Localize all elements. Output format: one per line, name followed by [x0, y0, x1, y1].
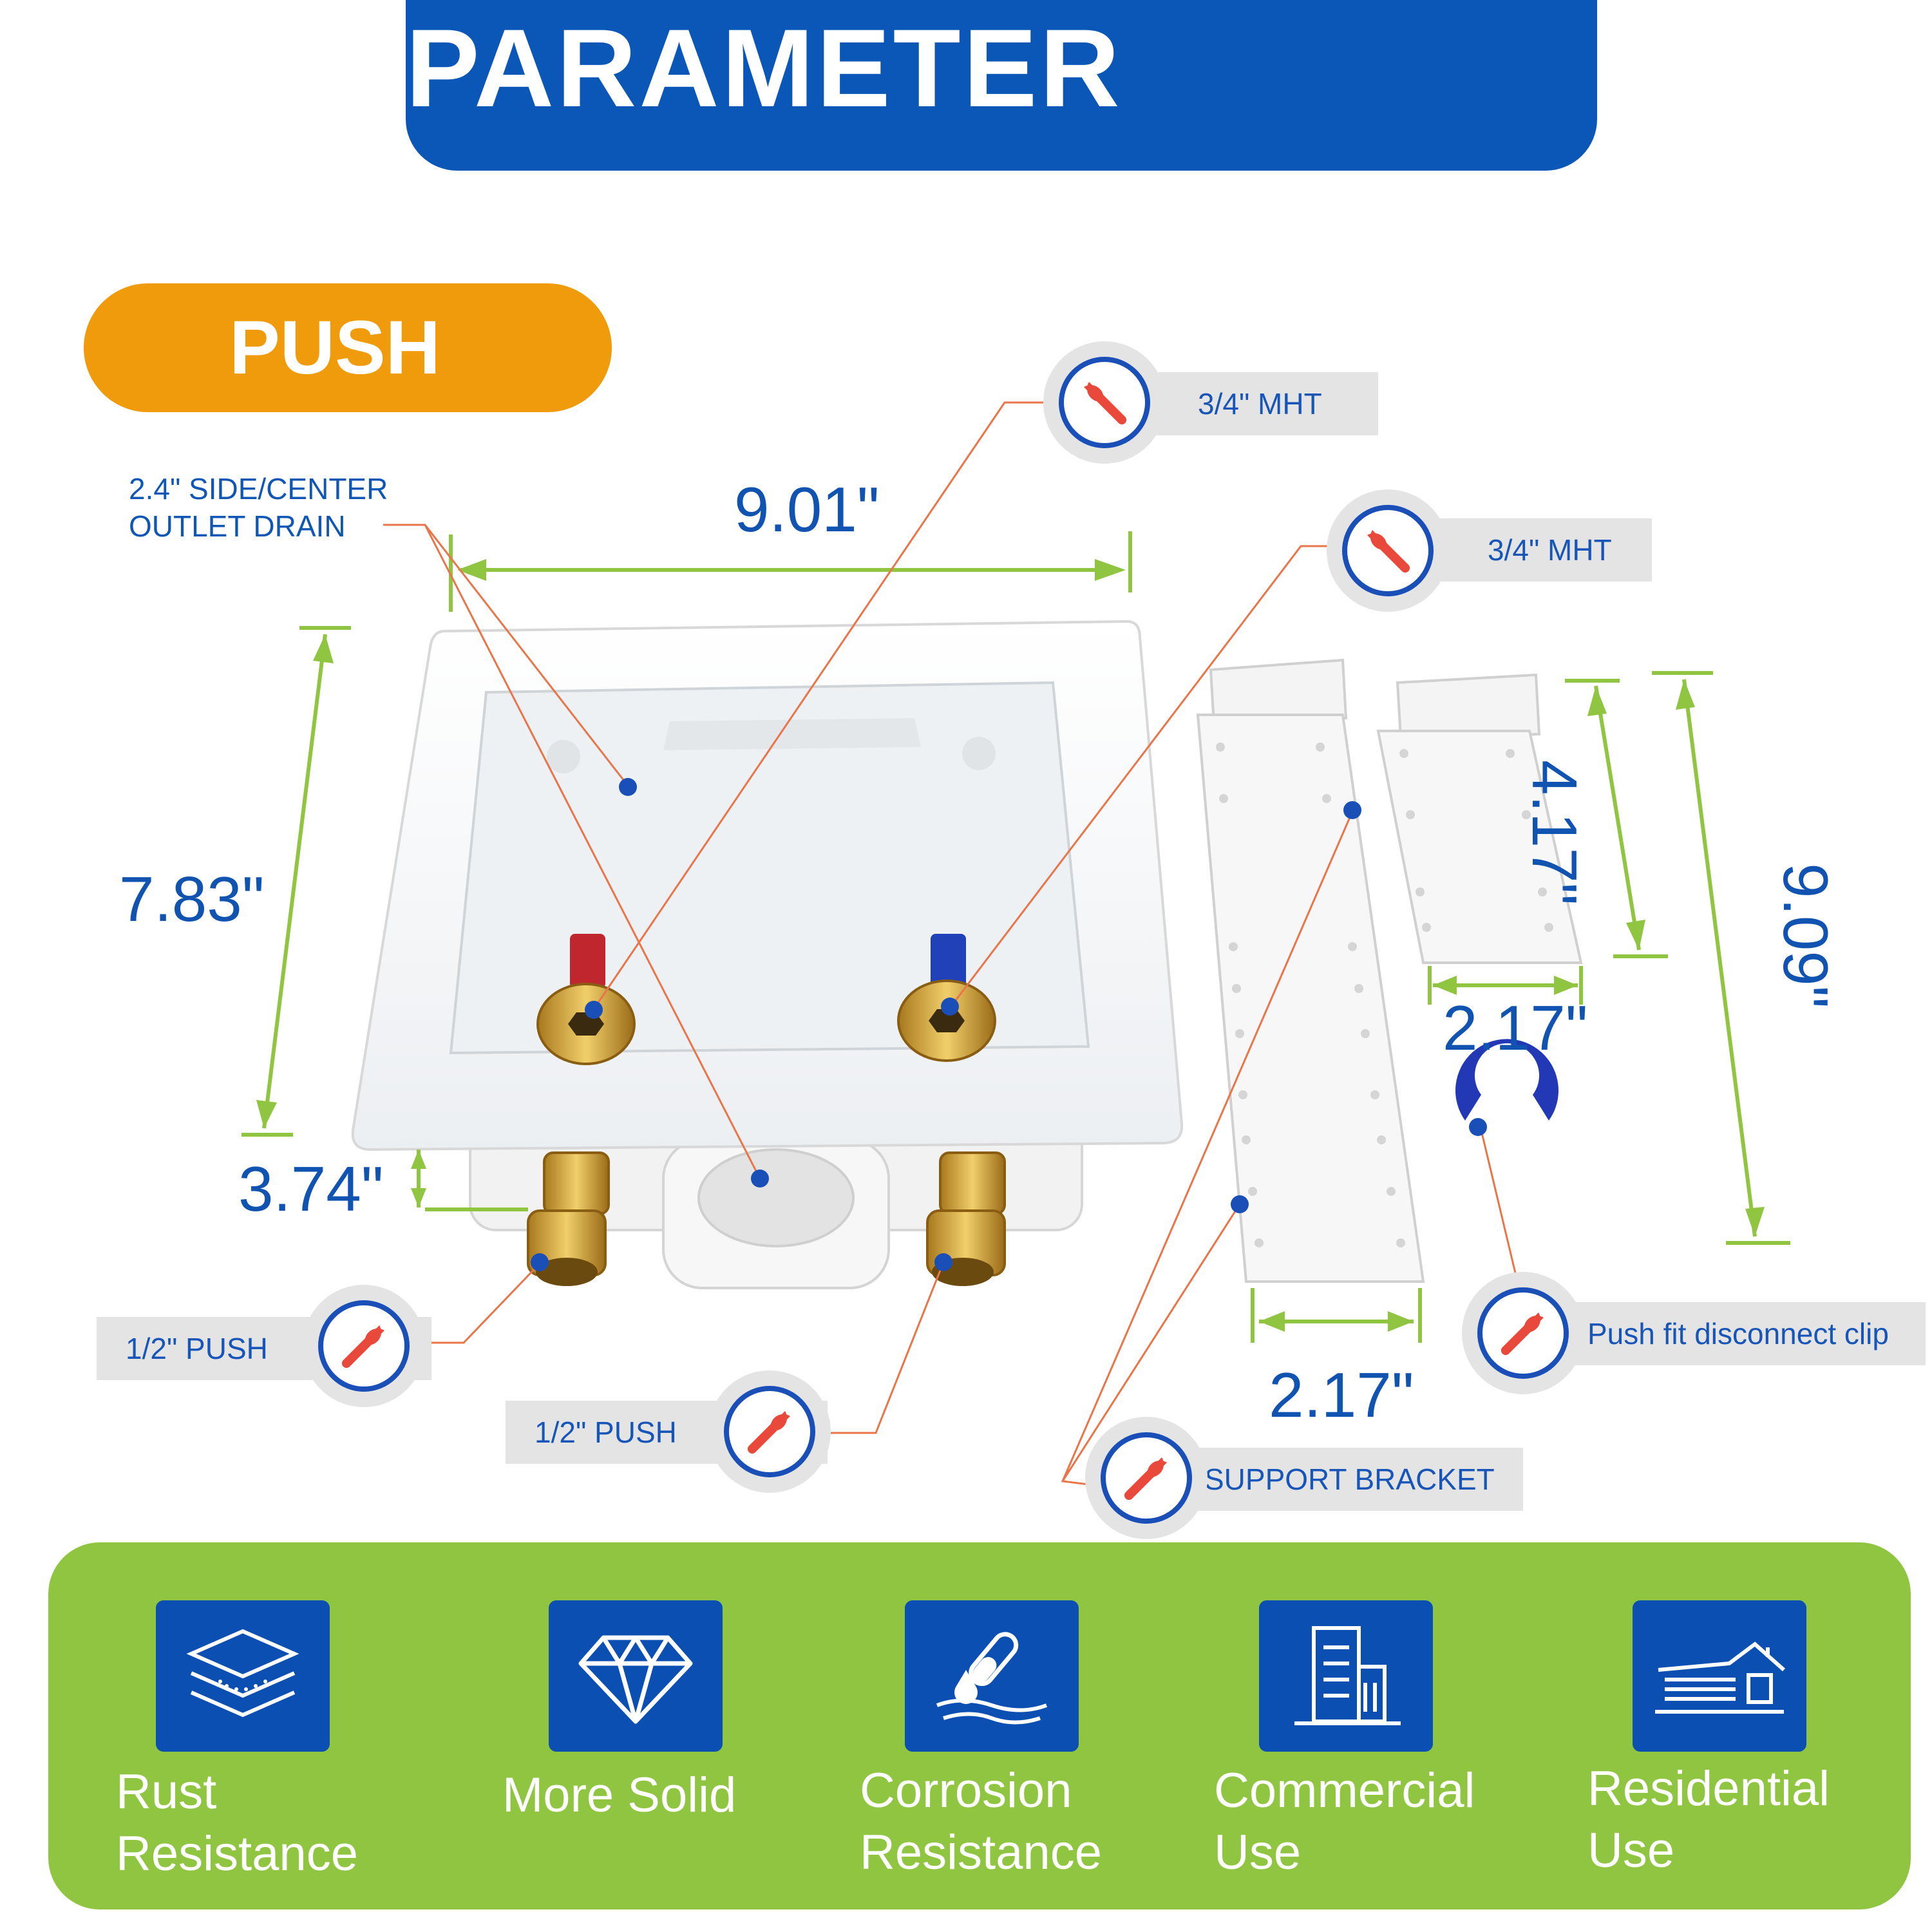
- feature-tile-commercial: [1259, 1600, 1433, 1752]
- building-icon: [1294, 1625, 1401, 1725]
- clip-wrench-badge: [1462, 1272, 1584, 1394]
- feature-corrosion-line1: Corrosion: [860, 1763, 1072, 1818]
- wrench-icon: [1124, 1457, 1167, 1501]
- dimension-bracket-long-height: 9.09": [1770, 863, 1841, 1009]
- dimension-box-height: 7.83": [119, 864, 265, 934]
- right-push-fitting: [926, 1151, 1006, 1286]
- push-badge: PUSH: [84, 283, 612, 412]
- bracket-wrench-badge: [1085, 1417, 1208, 1539]
- feature-residential-line2: Use: [1587, 1823, 1675, 1878]
- tag-bracket-label: SUPPORT BRACKET: [1204, 1463, 1495, 1496]
- wrench-icon: [747, 1411, 790, 1454]
- feature-rust-line1: Rust: [116, 1765, 217, 1819]
- wrench-icon: [1084, 382, 1127, 425]
- cold-valve-wrench-badge: [1327, 489, 1449, 612]
- dimension-bracket-long-width: 2.17": [1269, 1359, 1414, 1430]
- feature-commercial-line1: Commercial: [1214, 1763, 1475, 1818]
- diamond-icon: [578, 1635, 693, 1723]
- tag-right-push-label: 1/2" PUSH: [535, 1416, 677, 1449]
- feature-label-solid: More Solid: [502, 1765, 736, 1826]
- feature-tile-solid: [549, 1600, 723, 1752]
- disconnect-clip: [1455, 1039, 1558, 1121]
- tag-hot-valve-label: 3/4" MHT: [1198, 387, 1322, 421]
- short-support-bracket: [1376, 673, 1583, 964]
- left-push-wrench-badge: [303, 1285, 425, 1407]
- feature-label-rust: Rust Resistance: [116, 1761, 358, 1885]
- feature-label-residential: Residential Use: [1587, 1758, 1830, 1882]
- drain-callout: 2.4" SIDE/CENTER OUTLET DRAIN: [129, 470, 388, 545]
- tag-left-push-label: 1/2" PUSH: [126, 1332, 268, 1365]
- feature-tile-corrosion: [905, 1600, 1079, 1752]
- callout-dots: [531, 778, 1487, 1271]
- feature-tile-rust: [156, 1600, 330, 1752]
- page-title: PRODUCT PARAMETER: [406, 0, 1597, 171]
- house-icon: [1655, 1641, 1785, 1714]
- feature-tile-residential: [1633, 1600, 1806, 1752]
- outlet-box: [351, 620, 1184, 1289]
- wrench-icon: [1367, 530, 1410, 573]
- hot-valve: [536, 934, 636, 1065]
- dimension-bracket-short-height: 4.17": [1519, 760, 1590, 905]
- dimension-lines: [242, 531, 1790, 1343]
- feature-rust-line2: Resistance: [116, 1826, 358, 1881]
- test-tube-drop-icon: [936, 1631, 1048, 1724]
- right-push-wrench-badge: [708, 1370, 831, 1493]
- dimension-bracket-short-width: 2.17": [1443, 992, 1588, 1063]
- feature-solid-line1: More Solid: [502, 1768, 737, 1823]
- feature-label-corrosion: Corrosion Resistance: [860, 1760, 1102, 1884]
- long-support-bracket: [1196, 658, 1425, 1283]
- tag-cold-valve-label: 3/4" MHT: [1488, 533, 1612, 567]
- dimension-box-width: 9.01": [734, 474, 880, 545]
- feature-label-commercial: Commercial Use: [1214, 1760, 1475, 1884]
- drain-callout-line2: OUTLET DRAIN: [129, 509, 346, 543]
- wrench-icon: [341, 1325, 384, 1368]
- tag-clip-label: Push fit disconnect clip: [1587, 1317, 1889, 1350]
- cold-valve: [897, 934, 996, 1062]
- hot-valve-wrench-badge: [1043, 341, 1166, 464]
- tag-clip: Push fit disconnect clip: [1546, 1302, 1926, 1365]
- wrench-icon: [1501, 1312, 1544, 1356]
- feature-corrosion-line2: Resistance: [860, 1825, 1102, 1880]
- feature-commercial-line2: Use: [1214, 1825, 1302, 1880]
- feature-residential-line1: Residential: [1587, 1761, 1830, 1816]
- layers-icon: [186, 1629, 299, 1717]
- tag-bracket: SUPPORT BRACKET: [1159, 1448, 1523, 1511]
- drain-callout-line1: 2.4" SIDE/CENTER: [129, 472, 388, 506]
- dimension-box-depth: 3.74": [238, 1153, 384, 1224]
